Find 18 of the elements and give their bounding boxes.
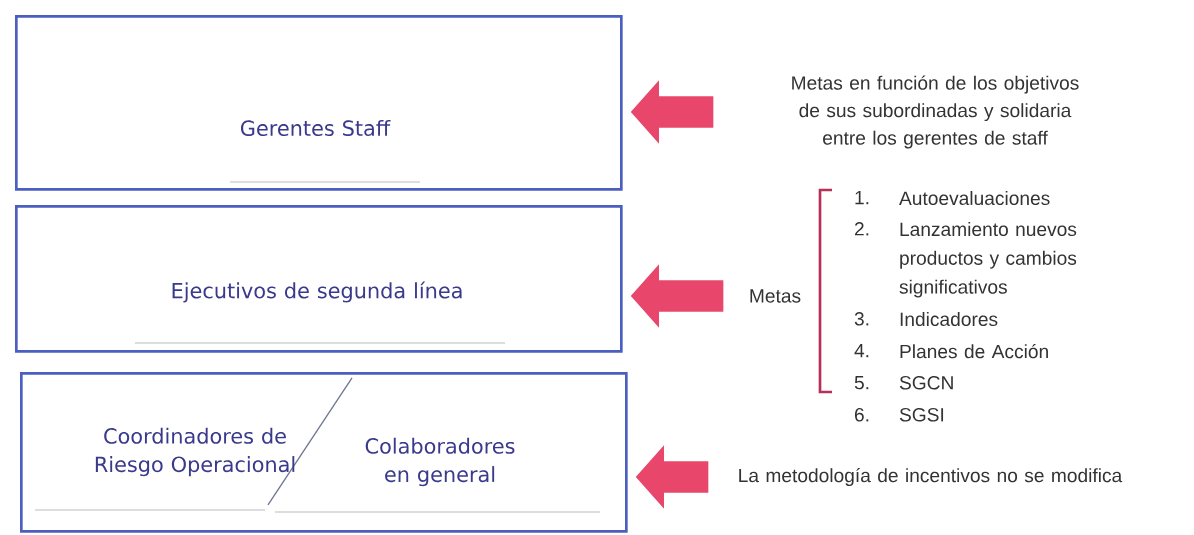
note-text: Metas bbox=[750, 289, 801, 303]
note-text: Metas en función de los objetivos de sus subordinadas y solidaria entre los gerentes de staff bbox=[792, 75, 1079, 149]
list-number: 3. bbox=[854, 312, 869, 326]
list-number: 5. bbox=[854, 376, 869, 390]
list-number: 1. bbox=[855, 191, 869, 205]
group-box: Coordinadores de Riesgo Operacional Colaboradores en general bbox=[20, 372, 628, 533]
list-item: SGCN bbox=[899, 376, 953, 390]
list-item: Lanzamiento nuevos productos y cambios significativos bbox=[899, 222, 1077, 298]
list-item: SGSI bbox=[899, 408, 944, 422]
list-item: Planes de Acción bbox=[900, 344, 1048, 359]
list-number: 6. bbox=[854, 408, 869, 422]
list-item: Indicadores bbox=[900, 312, 998, 327]
list-number: 4. bbox=[854, 344, 869, 358]
group-box: Ejecutivos de segunda línea bbox=[15, 205, 623, 353]
list-number: 2. bbox=[854, 222, 869, 236]
list-item: Autoevaluaciones bbox=[899, 191, 1050, 206]
group-box: Gerentes Staff bbox=[15, 15, 623, 191]
note-text: La metodología de incentivos no se modifica bbox=[739, 467, 1123, 487]
